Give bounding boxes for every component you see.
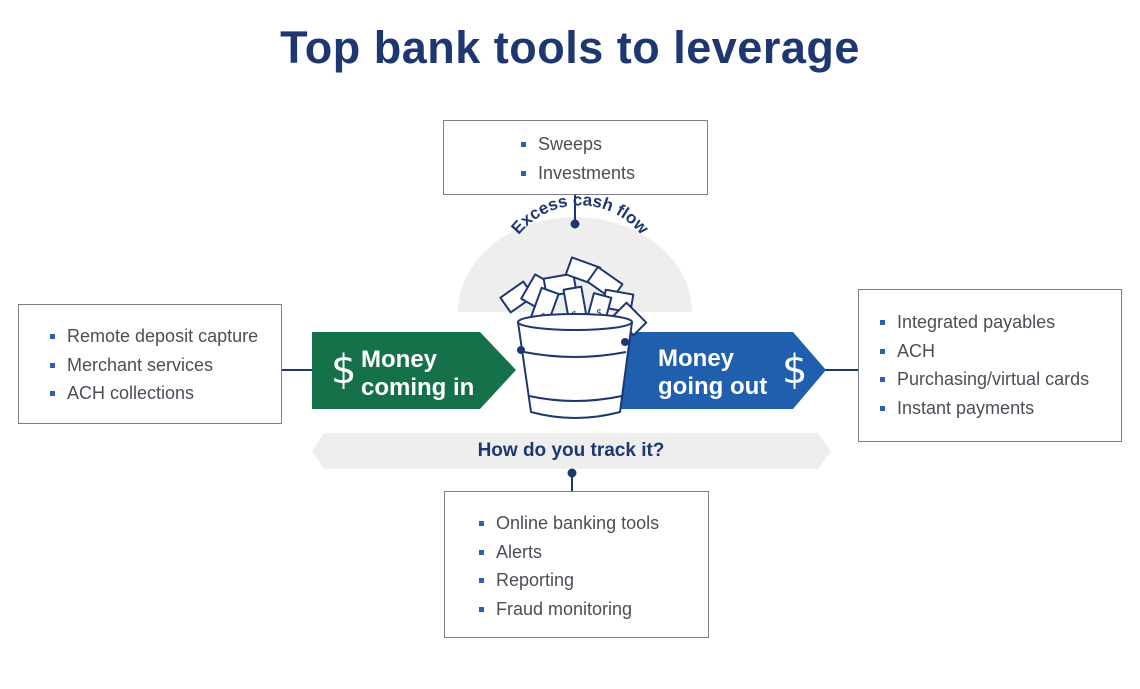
money-out-arrow	[612, 332, 826, 409]
bottom-box: Online banking tools Alerts Reporting Fr…	[444, 491, 709, 638]
list-item: Investments	[518, 159, 707, 188]
money-in-label: Money coming in	[361, 346, 474, 402]
money-out-dollar-icon: $	[782, 347, 808, 393]
money-in-dollar-icon: $	[331, 347, 357, 393]
money-in-arrow	[312, 332, 516, 409]
list-item: Instant payments	[877, 394, 1121, 423]
money-out-line2: going out	[658, 373, 768, 400]
page-title: Top bank tools to leverage	[280, 22, 860, 73]
list-item: ACH	[877, 337, 1121, 366]
money-out-line1: Money	[658, 345, 735, 372]
track-label: How do you track it?	[477, 440, 665, 461]
money-in-line2: coming in	[361, 374, 475, 401]
list-item: Purchasing/virtual cards	[877, 365, 1121, 394]
track-band	[312, 433, 831, 469]
right-box: Integrated payables ACH Purchasing/virtu…	[858, 289, 1122, 442]
list-item: Merchant services	[47, 351, 281, 380]
svg-text:$: $	[596, 308, 602, 319]
list-item: Remote deposit capture	[47, 322, 281, 351]
list-item: Sweeps	[518, 130, 707, 159]
money-in-line1: Money	[361, 346, 438, 373]
list-item: Reporting	[476, 566, 708, 595]
money-out-label: Money going out	[658, 345, 767, 401]
top-box: Sweeps Investments	[443, 120, 708, 195]
list-item: Online banking tools	[476, 509, 708, 538]
left-box: Remote deposit capture Merchant services…	[18, 304, 282, 424]
list-item: ACH collections	[47, 379, 281, 408]
list-item: Alerts	[476, 538, 708, 567]
list-item: Fraud monitoring	[476, 595, 708, 624]
list-item: Integrated payables	[877, 308, 1121, 337]
bucket-of-cash-icon: $$$$	[499, 256, 648, 419]
